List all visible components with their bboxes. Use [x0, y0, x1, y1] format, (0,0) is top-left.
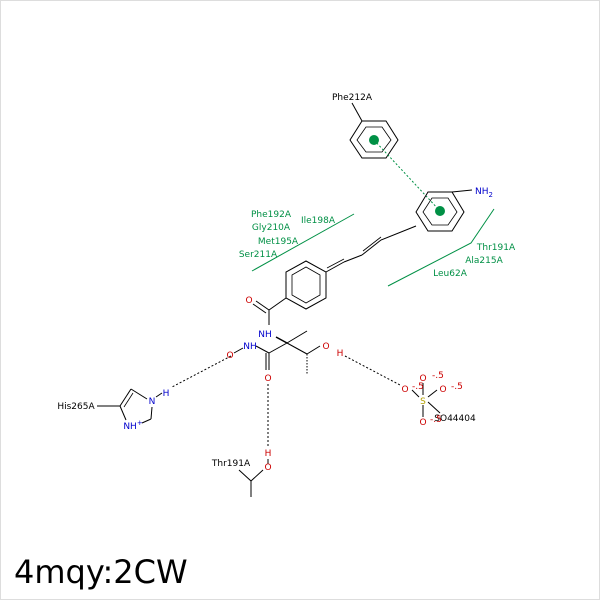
label-phe212: Phe212A	[332, 93, 373, 103]
label-thr191-hydrophobic: Thr191A	[476, 243, 516, 253]
his-ring-bond-1	[119, 388, 132, 407]
diyne-bond-2b	[362, 236, 382, 252]
aniline-ring-centroid	[435, 206, 445, 216]
beta-carbon-bond	[286, 342, 308, 355]
methyl-bond	[286, 330, 308, 344]
atom-so4-o4: O	[419, 418, 426, 428]
atom-hydroxamate-nh: NH	[243, 342, 257, 352]
label-phe192: Phe192A	[251, 210, 292, 220]
atom-hydroxyl-h: H	[337, 349, 344, 359]
diyne-linker	[325, 225, 417, 273]
hydrophobic-arc-right	[387, 208, 495, 287]
his-ring-bond-3	[150, 406, 153, 420]
atom-hydroxamate-carbonyl-o: O	[264, 374, 271, 384]
label-his265: His265A	[57, 402, 95, 412]
aniline-ring-inner	[422, 197, 458, 226]
so4-bond-right	[427, 389, 438, 398]
atom-amide-nh: NH	[258, 330, 272, 340]
diyne-bond-2	[361, 239, 382, 256]
his-ring-bond-1b	[123, 392, 134, 408]
diyne-bond-4	[325, 261, 345, 273]
nh2-bond	[451, 189, 473, 193]
atom-sulfur: S	[420, 397, 426, 407]
atom-so4-o2: O	[401, 385, 408, 395]
phe212-ring	[349, 120, 399, 159]
threonine-core	[233, 330, 321, 375]
atom-so4-o3: O	[439, 385, 446, 395]
his-nh-bond	[155, 392, 163, 398]
his265-residue	[97, 388, 163, 424]
pi-stacking-line	[373, 139, 441, 212]
carbonyl-c-bond	[268, 297, 287, 311]
atom-hydroxamate-o: O	[226, 351, 233, 361]
atom-his-nh: NH+	[123, 419, 143, 432]
diyne-bond-1	[380, 225, 417, 241]
label-ile198: Ile198A	[301, 216, 336, 226]
hbond-so4	[344, 355, 401, 386]
hbond-his265	[171, 355, 232, 388]
diyne-bond-4b	[326, 258, 345, 269]
alpha-carbon-bond	[275, 336, 288, 344]
atom-his-h: H	[163, 389, 170, 399]
phe212-stem	[351, 102, 363, 122]
hydroxamate-no-bond	[233, 347, 244, 354]
atom-nh2: NH2	[475, 187, 493, 199]
sulfate-group	[411, 383, 441, 417]
label-met195: Met195A	[258, 237, 299, 247]
so4-bond-left	[411, 389, 420, 398]
label-leu62: Leu62A	[433, 269, 468, 279]
aniline-ring	[415, 189, 473, 232]
atom-hydroxyl-o: O	[322, 342, 329, 352]
label-ser211: Ser211A	[239, 250, 278, 260]
hydrophobic-arc-left	[251, 213, 355, 272]
carbonyl-o-bond-2	[252, 303, 267, 314]
hydroxamate-n-bond	[255, 345, 270, 354]
atom-so4-o2-charge: -.5	[412, 382, 424, 392]
atom-thr-o: O	[264, 463, 271, 473]
thr191-hbond-residue	[238, 459, 269, 497]
label-so4: SO44404	[434, 414, 476, 424]
diagram-caption: 4mqy:2CW	[14, 553, 188, 591]
label-thr191-hbond: Thr191A	[211, 459, 251, 469]
atom-amide-o: O	[245, 296, 252, 306]
his-ring-bond-5	[119, 405, 127, 421]
diyne-bond-3	[343, 254, 363, 263]
atom-his-n: N	[149, 397, 156, 407]
benzamide-ring-inner	[291, 266, 321, 304]
phe212-residue	[349, 102, 399, 159]
his-ring-bond-4	[141, 418, 152, 424]
atom-so4-o4-charge: -.5	[430, 415, 442, 425]
so4-label-bond	[427, 401, 441, 414]
label-ala215: Ala215A	[465, 256, 503, 266]
label-gly210: Gly210A	[252, 223, 291, 233]
his-ring-bond-2	[130, 388, 148, 400]
atom-so4-o1: O	[419, 374, 426, 384]
atom-thr-h: H	[265, 449, 272, 459]
carbonyl-o-bond	[255, 300, 270, 311]
benzamide-ring	[252, 260, 327, 325]
thr191-stem	[238, 469, 252, 482]
hydroxamate-c-bond	[268, 342, 288, 354]
atom-so4-o3-charge: -.5	[451, 382, 463, 392]
atom-so4-o1-charge: -.5	[432, 371, 444, 381]
thr191-co-bond	[250, 469, 264, 482]
phe212-ring-inner	[356, 126, 392, 153]
hydroxyl-bond	[306, 345, 321, 355]
